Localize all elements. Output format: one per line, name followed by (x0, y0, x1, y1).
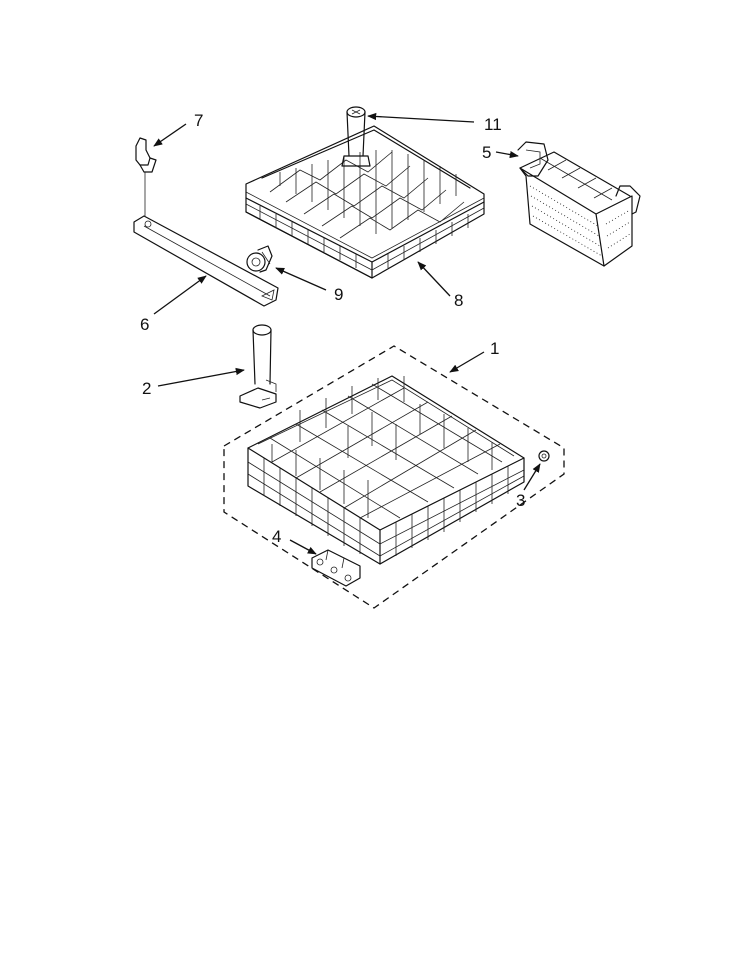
label-part-8: 8 (454, 291, 463, 310)
label-part-11: 11 (484, 115, 502, 134)
leader-lines (153, 112, 541, 555)
part-9-wheel (246, 245, 273, 273)
part-7-clip (135, 137, 157, 216)
part-3-stop (538, 450, 550, 462)
part-5-basket (517, 141, 641, 267)
part-6-rail (133, 215, 279, 307)
label-part-5: 5 (482, 143, 491, 162)
part-1-lower-rack (223, 345, 565, 609)
label-part-4: 4 (272, 527, 281, 546)
label-part-1: 1 (490, 339, 499, 358)
part-4-wheel-carriage (311, 549, 361, 587)
label-part-2: 2 (142, 379, 151, 398)
label-part-7: 7 (194, 111, 203, 130)
part-8-upper-rack (245, 125, 485, 279)
part-11-spray-tube (341, 106, 371, 167)
label-part-3: 3 (516, 491, 525, 510)
part-2-lower-tube (239, 324, 277, 409)
label-part-9: 9 (334, 285, 343, 304)
label-part-6: 6 (140, 315, 149, 334)
